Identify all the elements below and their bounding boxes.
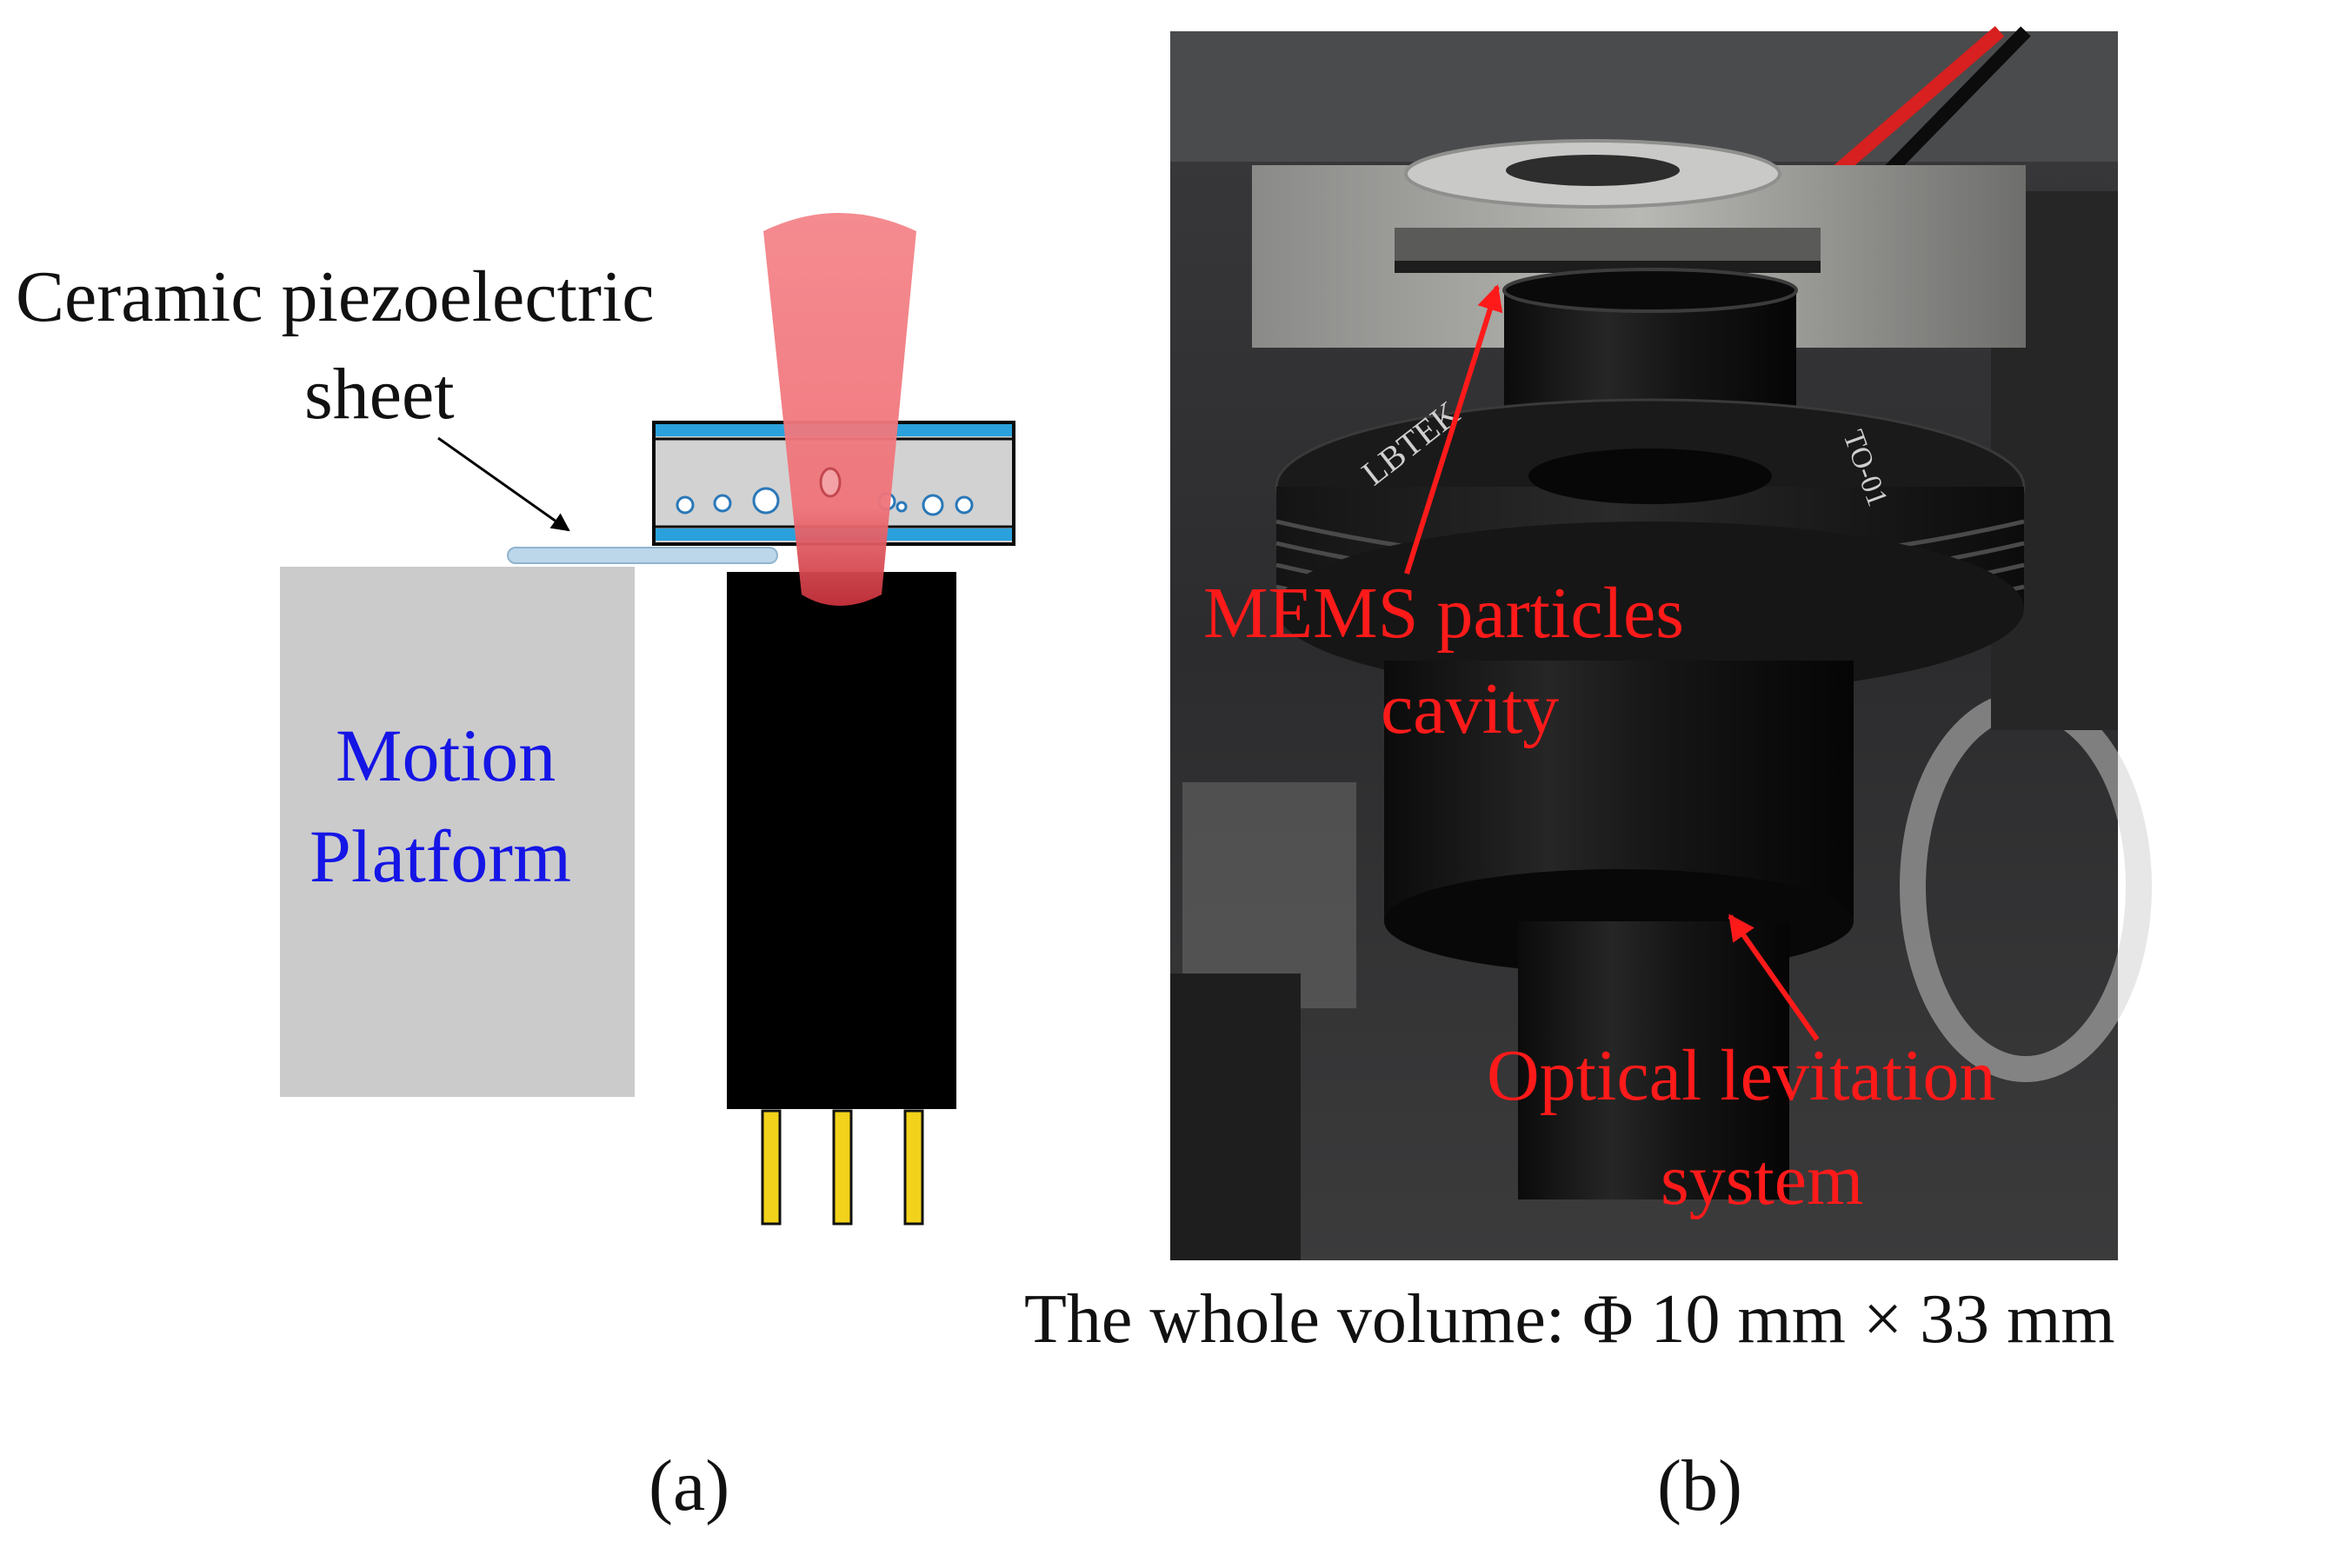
cavity-pointer-arrow xyxy=(1404,284,1503,575)
particles xyxy=(676,487,974,516)
electrode-pins xyxy=(761,1109,924,1226)
panel-a-schematic xyxy=(280,213,1015,1226)
callout-label-line1: Ceramic piezoelectric xyxy=(16,256,655,337)
sheet-callout-arrow xyxy=(437,436,570,532)
trapped-particle xyxy=(819,467,842,498)
panel-b-photo: LBTEK TO-01 xyxy=(1170,25,2152,1260)
piezoelectric-sheet xyxy=(507,547,778,564)
motion-platform-block xyxy=(280,567,635,1097)
laser-beam xyxy=(763,213,916,606)
levitation-label-line1: Optical levitation xyxy=(1487,1035,1996,1116)
particle-cavity xyxy=(652,421,1015,546)
volume-caption: The whole volume: Φ 10 mm × 33 mm xyxy=(1024,1281,2115,1358)
levitation-pointer-arrow xyxy=(1728,914,1820,1041)
lower-tube xyxy=(1518,921,1789,1199)
levitation-label-line2: system xyxy=(1661,1139,1864,1220)
caption-b: (b) xyxy=(1657,1445,1742,1526)
motion-platform-label-line1: Motion xyxy=(336,714,556,797)
cavity-label-line1: MEMS particles xyxy=(1203,573,1684,654)
callout-label-line2: sheet xyxy=(304,354,455,435)
motion-platform-label-line2: Platform xyxy=(310,814,571,898)
caption-a: (a) xyxy=(649,1445,730,1526)
cavity-label-line2: cavity xyxy=(1381,668,1560,749)
levitation-body xyxy=(727,572,956,1109)
